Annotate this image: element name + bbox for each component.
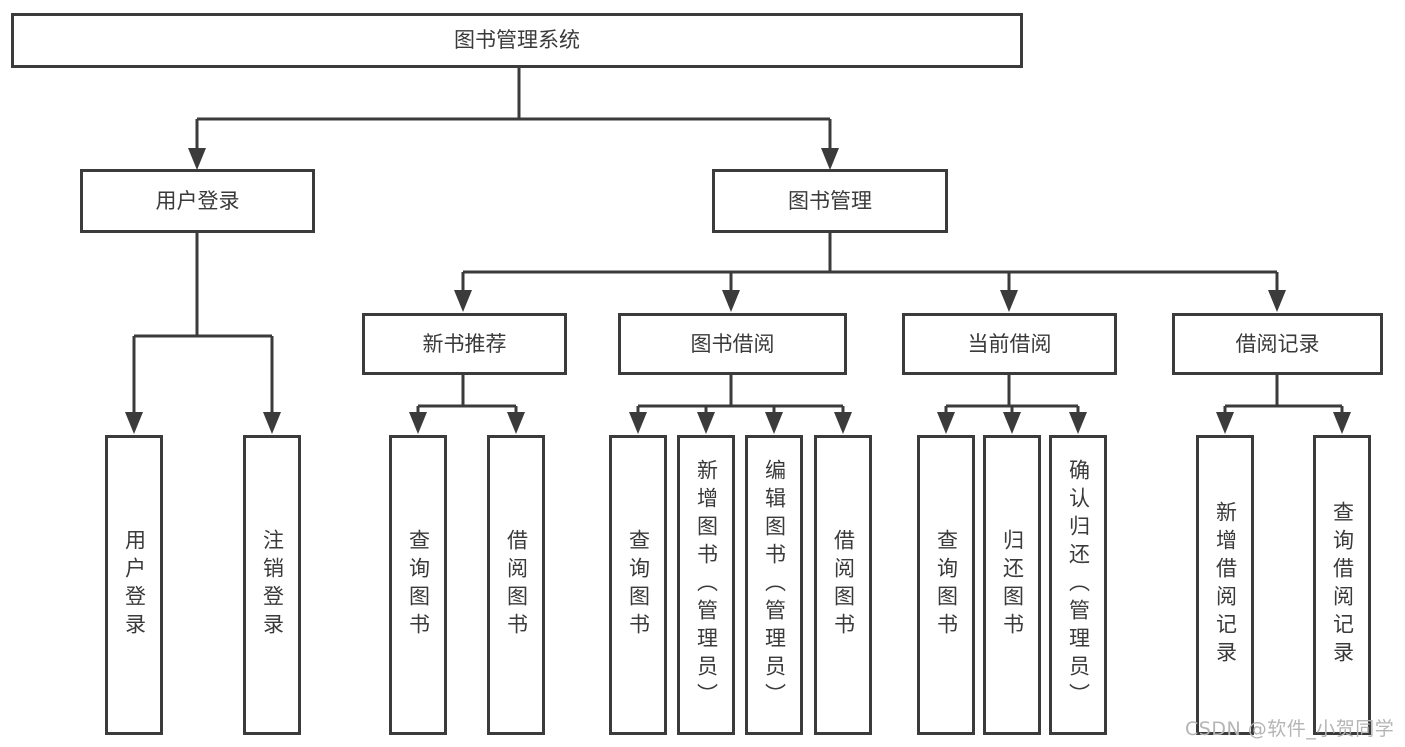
arrow-down-icon [1216,412,1234,434]
arrow-down-icon [765,412,783,434]
node-book-management: 图书管理 [712,169,948,233]
node-new-book-recommend: 新书推荐 [362,313,567,375]
arrow-down-icon [821,148,839,170]
arrow-down-icon [1003,412,1021,434]
node-leaf-current-confirm-return-admin: 确认归还（管理员） [1049,435,1107,735]
arrow-down-icon [722,290,740,312]
arrow-down-icon [1268,290,1286,312]
arrow-down-icon [1069,412,1087,434]
csdn-watermark: CSDN @软件_小贺同学 [1185,718,1395,740]
node-book-borrowing: 图书借阅 [618,313,847,375]
arrow-down-icon [188,148,206,170]
arrow-down-icon [409,412,427,434]
node-current-borrowing: 当前借阅 [902,313,1117,375]
connector-lines [132,68,1344,413]
node-leaf-borrowing-borrow-books: 借阅图书 [814,435,872,735]
arrow-down-icon [263,412,281,434]
connector-arrowheads [125,148,1351,434]
node-library-management-system: 图书管理系统 [11,13,1023,68]
node-leaf-borrowing-query-books: 查询图书 [609,435,667,735]
node-borrowing-records: 借阅记录 [1172,313,1383,375]
node-leaf-records-add-record: 新增借阅记录 [1196,435,1254,735]
arrow-down-icon [1333,412,1351,434]
arrow-down-icon [629,412,647,434]
node-leaf-current-query-books: 查询图书 [917,435,975,735]
node-leaf-borrowing-edit-books-admin: 编辑图书（管理员） [745,435,803,735]
node-leaf-logout: 注销登录 [243,435,301,735]
node-user-login: 用户登录 [80,169,315,233]
node-leaf-recommend-borrow-books: 借阅图书 [487,435,545,735]
node-leaf-recommend-query-books: 查询图书 [389,435,447,735]
arrow-down-icon [507,412,525,434]
node-leaf-current-return-books: 归还图书 [983,435,1041,735]
arrow-down-icon [697,412,715,434]
arrow-down-icon [1000,290,1018,312]
arrow-down-icon [125,412,143,434]
arrow-down-icon [454,290,472,312]
arrow-down-icon [937,412,955,434]
node-leaf-borrowing-add-books-admin: 新增图书（管理员） [677,435,735,735]
node-leaf-user-login: 用户登录 [105,435,163,735]
arrow-down-icon [834,412,852,434]
node-leaf-records-query-record: 查询借阅记录 [1313,435,1371,735]
